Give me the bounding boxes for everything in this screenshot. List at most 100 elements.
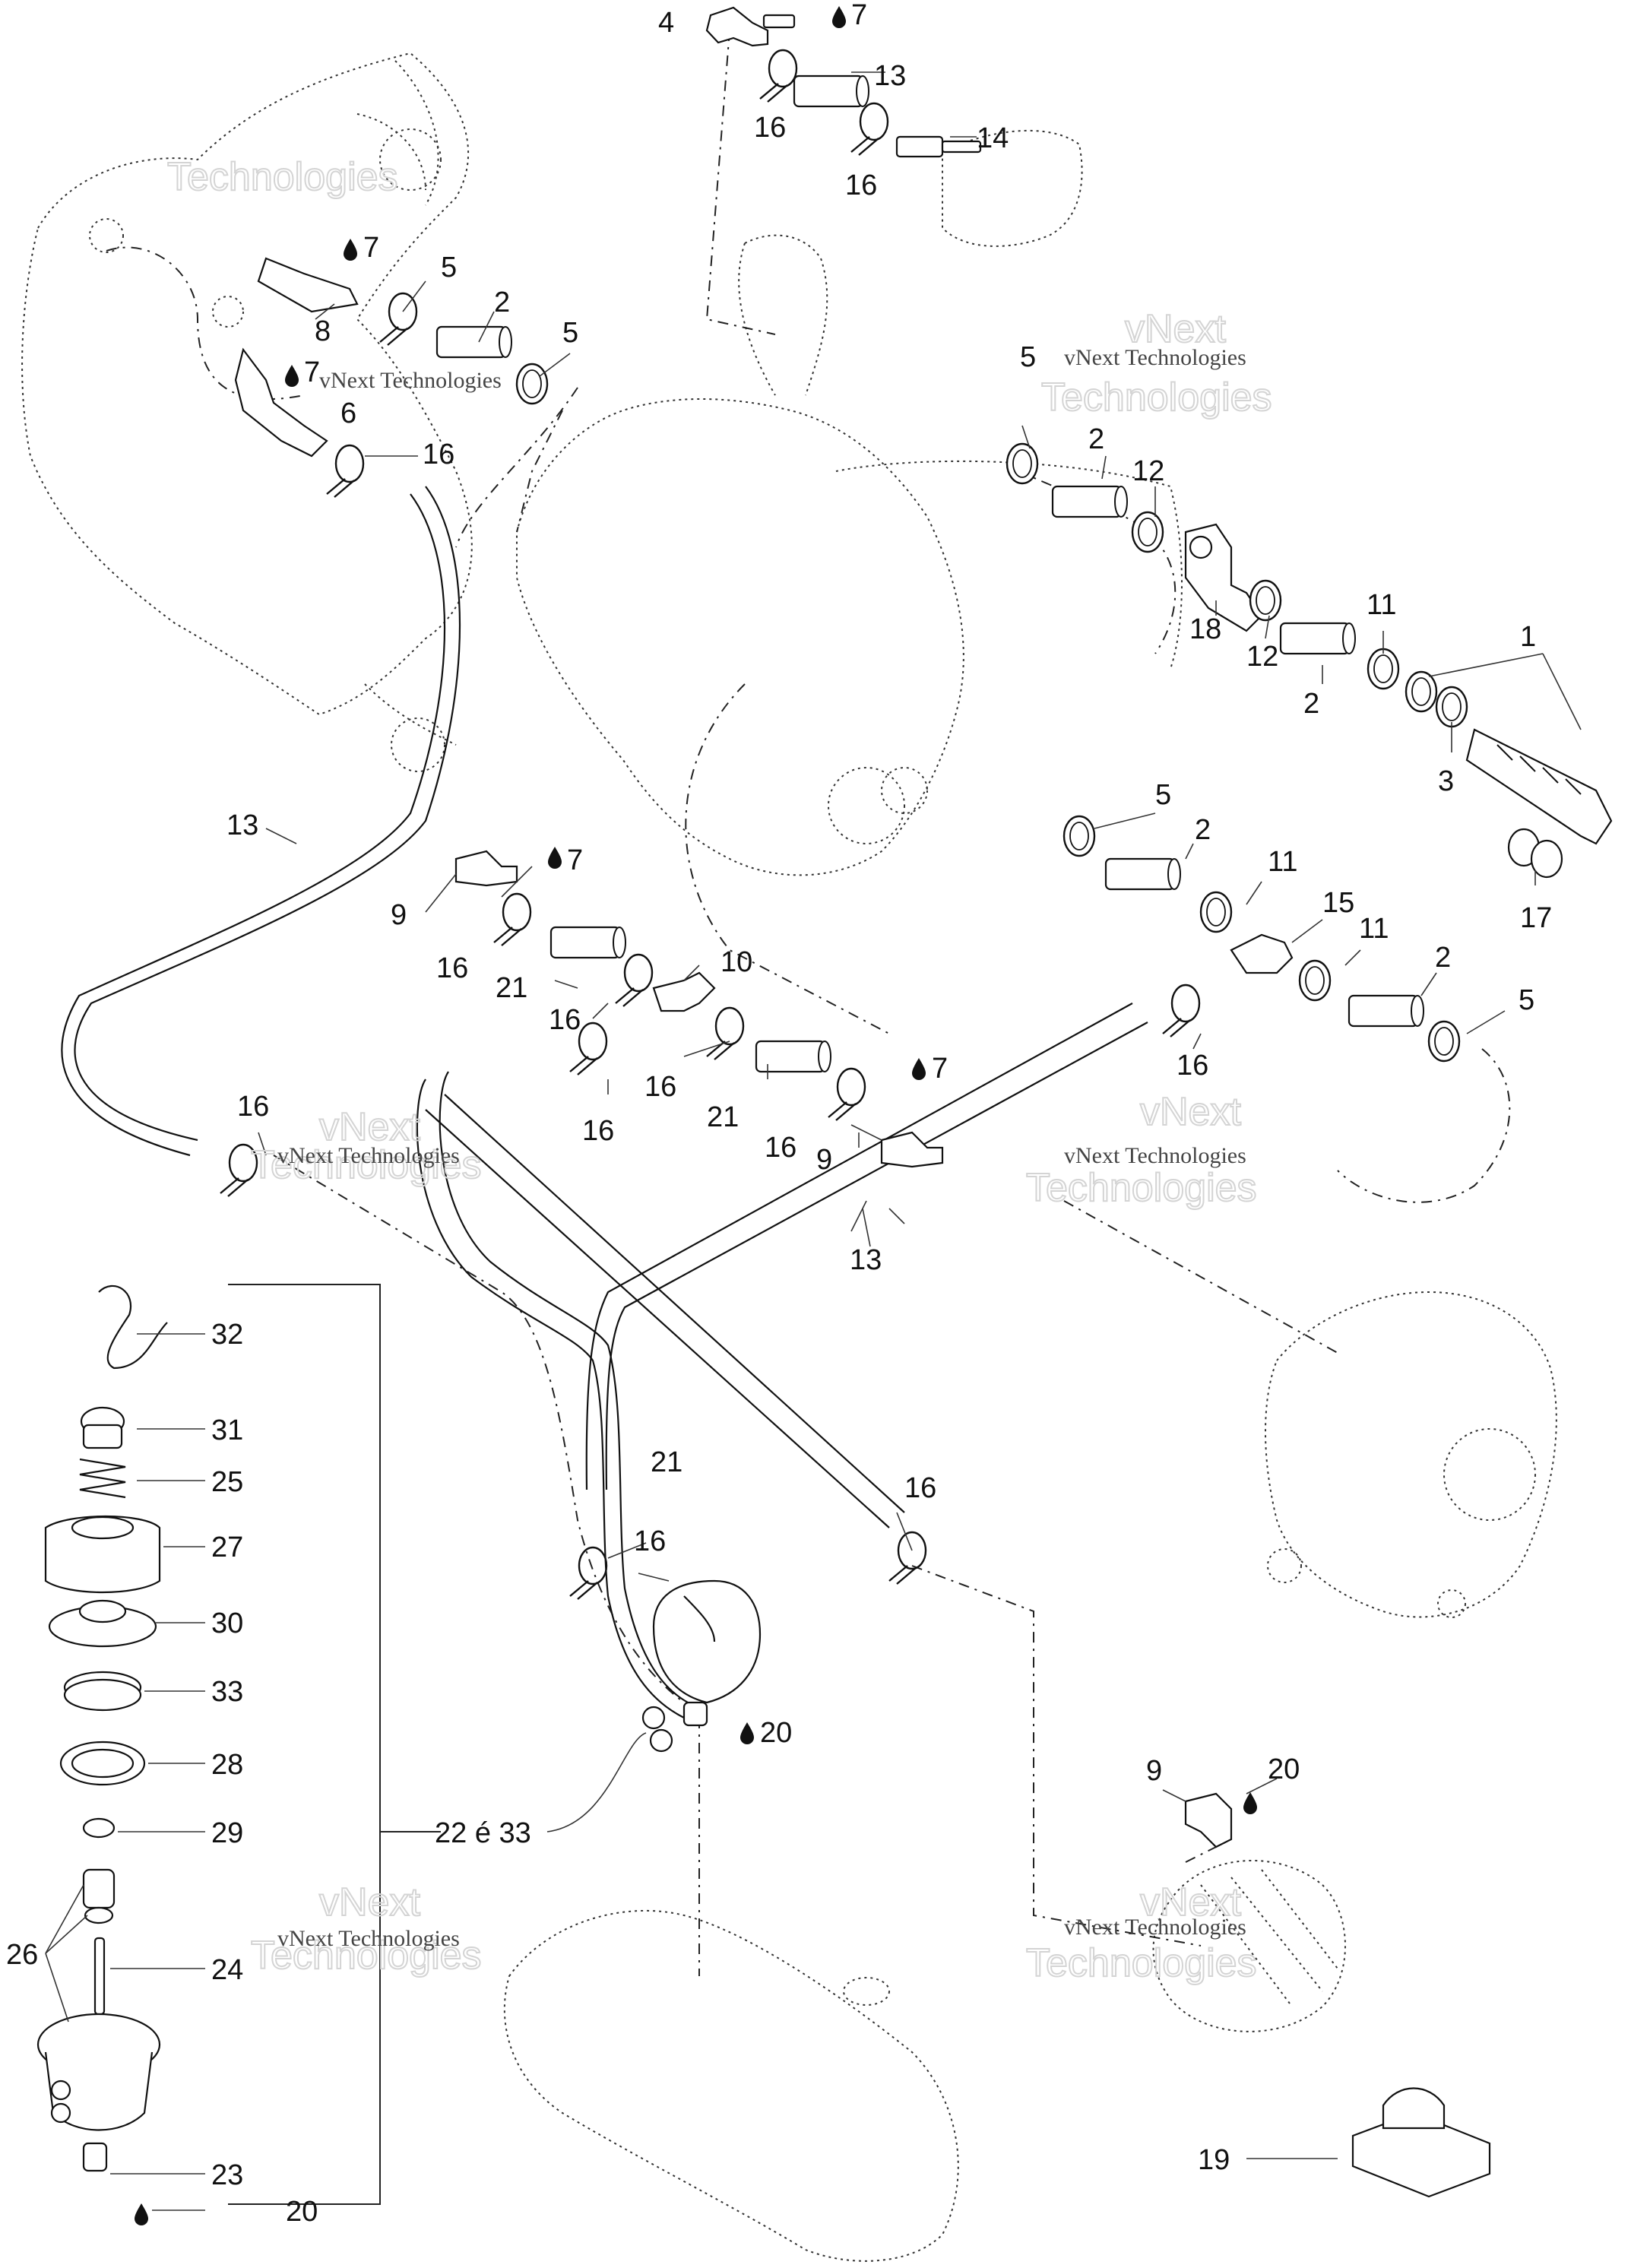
callout-2: 2 bbox=[1195, 814, 1211, 846]
hose-2 bbox=[1279, 622, 1357, 655]
hose-clamp-16 bbox=[827, 1067, 866, 1122]
callout-16: 16 bbox=[1177, 1050, 1208, 1082]
clip-32 bbox=[98, 1284, 168, 1370]
callout-16: 16 bbox=[582, 1115, 614, 1147]
hose-clamp-16 bbox=[614, 953, 654, 1008]
callout-30: 30 bbox=[211, 1608, 243, 1639]
callout-20: 20 bbox=[286, 2196, 318, 2228]
clip-19 bbox=[1351, 2087, 1491, 2198]
hose-1-corrugated bbox=[1465, 728, 1613, 845]
callout-7: 7 bbox=[932, 1053, 948, 1085]
callout-18: 18 bbox=[1189, 613, 1221, 645]
callout-11: 11 bbox=[1268, 846, 1297, 878]
regulator-valve-assembly bbox=[641, 1579, 762, 1753]
callout-21: 21 bbox=[496, 972, 527, 1004]
callout-32: 32 bbox=[211, 1319, 243, 1351]
callout-22-a-33: 22 é 33 bbox=[435, 1817, 531, 1849]
callout-10: 10 bbox=[720, 946, 752, 978]
svg-text:Technologies: Technologies bbox=[1026, 1941, 1257, 1985]
diaphragm-30 bbox=[48, 1599, 157, 1648]
svg-text:vNext: vNext bbox=[319, 1105, 420, 1149]
exhaust-manifold-outline bbox=[21, 52, 473, 772]
hose-21 bbox=[549, 926, 627, 959]
callout-9: 9 bbox=[391, 899, 407, 931]
svg-text:vNext: vNext bbox=[1140, 1880, 1241, 1924]
hose-clamp-5 bbox=[1427, 1020, 1461, 1063]
hose-clamp-5 bbox=[515, 363, 549, 405]
svg-text:vNext Technologies: vNext Technologies bbox=[1064, 1143, 1246, 1168]
callout-21: 21 bbox=[651, 1446, 682, 1478]
callout-19: 19 bbox=[1198, 2144, 1230, 2176]
callout-2: 2 bbox=[494, 287, 510, 318]
callout-20: 20 bbox=[760, 1717, 792, 1749]
sealant-drop-icon bbox=[135, 6, 1257, 2225]
svg-text:vNext: vNext bbox=[319, 1880, 420, 1924]
callout-7: 7 bbox=[567, 844, 583, 876]
callouts: 4 7 13 16 14 16 7 5 2 8 7 5 6 16 5 2 12 … bbox=[6, 0, 1552, 2228]
ring-11 bbox=[1199, 891, 1233, 933]
valve-body-26 bbox=[36, 2013, 161, 2131]
callout-9: 9 bbox=[1146, 1755, 1162, 1787]
o-rings-17 bbox=[1507, 828, 1563, 879]
elbow-fitting-4 bbox=[705, 6, 796, 47]
callout-13: 13 bbox=[874, 60, 906, 92]
callout-12: 12 bbox=[1132, 455, 1164, 487]
callout-20: 20 bbox=[1268, 1753, 1300, 1785]
tee-fitting-15 bbox=[1230, 933, 1294, 974]
callout-11: 11 bbox=[1359, 913, 1389, 945]
retaining-ring-29 bbox=[82, 1817, 116, 1839]
svg-text:vNext Technologies: vNext Technologies bbox=[1064, 345, 1246, 370]
pin-24 bbox=[93, 1937, 106, 2016]
callout-15: 15 bbox=[1322, 887, 1354, 919]
callout-24: 24 bbox=[211, 1954, 243, 1986]
callout-5: 5 bbox=[1020, 341, 1036, 373]
callout-33: 33 bbox=[211, 1676, 243, 1708]
svg-text:Technologies: Technologies bbox=[251, 1143, 482, 1187]
kit-bracket bbox=[228, 1284, 441, 2205]
svg-text:vNext Technologies: vNext Technologies bbox=[1064, 1915, 1246, 1940]
clamp-33 bbox=[63, 1671, 142, 1712]
callout-1: 1 bbox=[1520, 621, 1536, 653]
callout-2: 2 bbox=[1088, 423, 1104, 455]
callout-5: 5 bbox=[441, 252, 457, 284]
callout-31: 31 bbox=[211, 1414, 243, 1446]
callout-13: 13 bbox=[226, 809, 258, 841]
callout-9: 9 bbox=[816, 1144, 832, 1176]
ring-28 bbox=[59, 1741, 146, 1786]
callout-7: 7 bbox=[304, 356, 320, 388]
svg-text:Technologies: Technologies bbox=[167, 155, 398, 199]
clamp-12 bbox=[1249, 579, 1282, 622]
callout-16: 16 bbox=[549, 1004, 581, 1036]
hose-clamp-16 bbox=[325, 444, 365, 499]
callout-17: 17 bbox=[1520, 902, 1552, 934]
watermark: Technologies Technologies Technologies T… bbox=[166, 154, 1273, 1986]
callout-21: 21 bbox=[707, 1101, 739, 1133]
engine-block-outline bbox=[516, 234, 1183, 876]
callout-14: 14 bbox=[977, 122, 1009, 154]
callout-16: 16 bbox=[237, 1091, 269, 1123]
svg-text:vNext Technologies: vNext Technologies bbox=[277, 1143, 460, 1168]
callout-16: 16 bbox=[436, 952, 468, 984]
svg-text:Technologies: Technologies bbox=[1026, 1166, 1257, 1210]
hose-2 bbox=[1051, 485, 1129, 518]
callout-2: 2 bbox=[1435, 942, 1451, 974]
hose-clamp-16 bbox=[705, 1006, 745, 1061]
callout-16: 16 bbox=[634, 1525, 666, 1557]
elbow-fitting-9 bbox=[1184, 1792, 1233, 1848]
hose-clamp-16 bbox=[1161, 984, 1201, 1038]
jet-pump-outline bbox=[1265, 1291, 1557, 1618]
hose-2 bbox=[1348, 994, 1425, 1028]
fitting-14 bbox=[895, 135, 982, 158]
callout-23: 23 bbox=[211, 2159, 243, 2191]
callout-13: 13 bbox=[850, 1244, 882, 1276]
callout-26: 26 bbox=[6, 1939, 38, 1971]
fitting-23 bbox=[82, 2142, 108, 2172]
spring-25 bbox=[79, 1458, 126, 1499]
hose-2 bbox=[435, 325, 513, 359]
fitting-6 bbox=[234, 347, 328, 458]
hose-2 bbox=[1104, 857, 1182, 891]
callout-11: 11 bbox=[1367, 589, 1396, 621]
callout-29: 29 bbox=[211, 1817, 243, 1849]
tee-fitting-10 bbox=[652, 971, 716, 1012]
